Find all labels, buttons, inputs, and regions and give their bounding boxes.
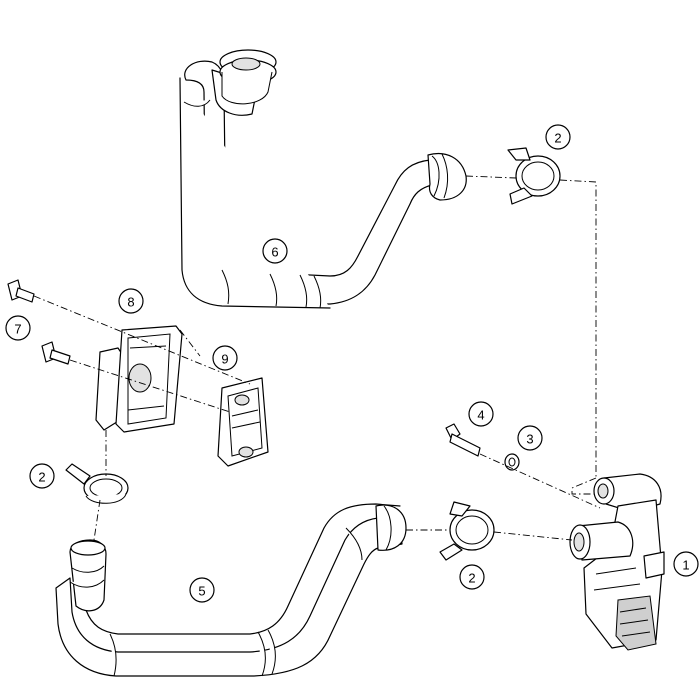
callout-8: 8	[118, 288, 144, 314]
callout-5: 5	[189, 577, 215, 603]
bolt-7-lower	[41, 341, 71, 365]
callout-2-top-label: 2	[554, 131, 561, 146]
callout-2-middle-label: 2	[468, 571, 475, 586]
washer-3	[504, 453, 520, 471]
callout-4: 4	[468, 401, 494, 427]
callout-6-label: 6	[271, 245, 278, 260]
bracket-8	[95, 325, 183, 433]
hose-clamp-left	[65, 463, 129, 504]
callout-6: 6	[262, 238, 288, 264]
callout-2-left: 2	[29, 463, 55, 489]
callout-2-left-label: 2	[38, 470, 45, 485]
callout-9-label: 9	[221, 352, 228, 367]
callout-7: 7	[5, 315, 31, 341]
bolt-7-upper	[7, 279, 35, 303]
rubber-mount-9	[217, 377, 269, 467]
leader-lines	[33, 175, 601, 541]
callout-1: 1	[673, 551, 699, 577]
hose-6	[179, 49, 467, 309]
callout-3-label: 3	[526, 432, 533, 447]
hose-clamp-middle	[439, 501, 495, 561]
callout-7-label: 7	[14, 322, 21, 337]
hose-clamp-top	[507, 147, 561, 205]
valve-body	[569, 473, 665, 651]
callout-4-label: 4	[477, 408, 484, 423]
callout-5-label: 5	[198, 584, 205, 599]
callout-9: 9	[212, 345, 238, 371]
callout-2-top: 2	[545, 124, 571, 150]
callout-8-label: 8	[127, 295, 134, 310]
bolt-4	[445, 423, 481, 457]
hose-5	[55, 503, 407, 677]
callout-2-middle: 2	[459, 564, 485, 590]
callout-3: 3	[517, 425, 543, 451]
callout-1-label: 1	[682, 558, 689, 573]
